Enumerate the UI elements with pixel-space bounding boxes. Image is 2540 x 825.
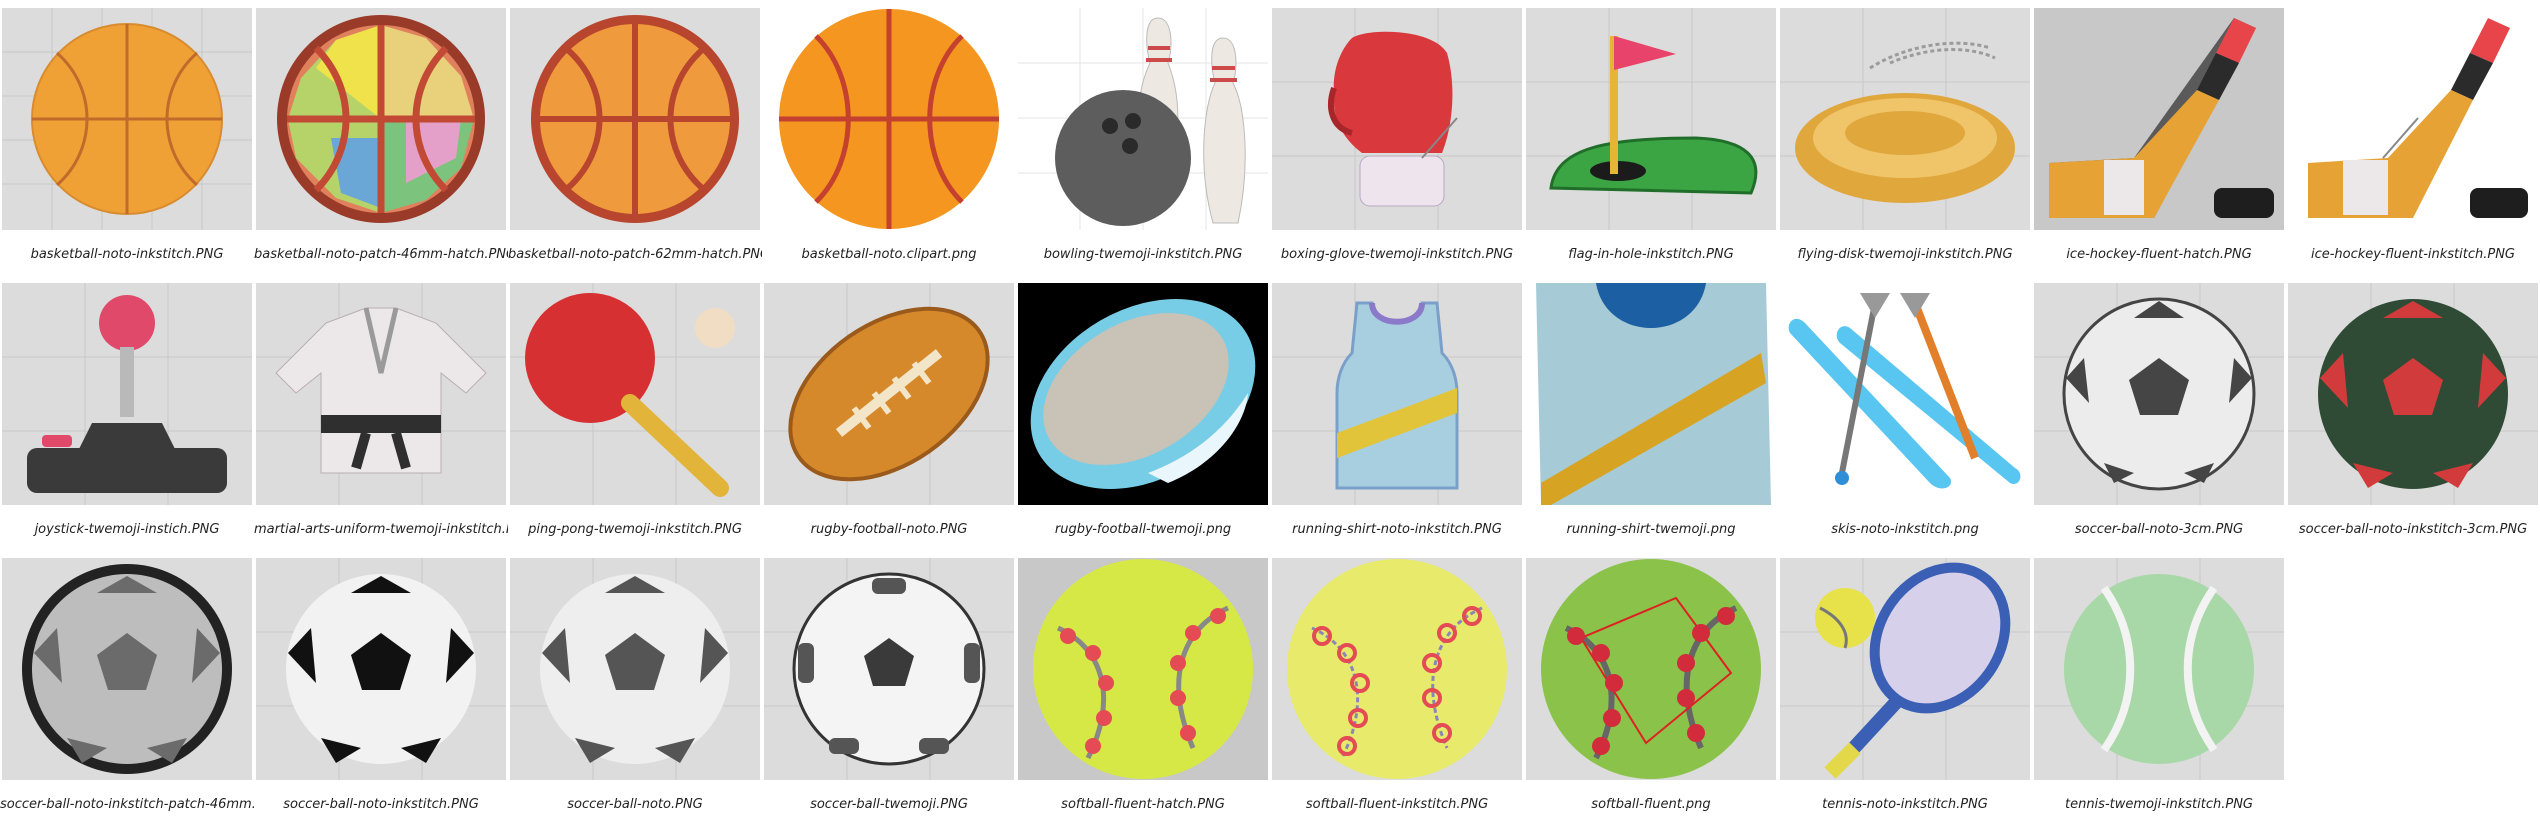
gallery-item[interactable]: flying-disk-twemoji-inkstitch.PNG (1778, 0, 2032, 275)
gallery-item[interactable]: softball-fluent-inkstitch.PNG (1270, 550, 1524, 825)
thumbnail-caption: basketball-noto-inkstitch.PNG (30, 247, 224, 262)
gallery-item[interactable]: soccer-ball-noto-inkstitch.PNG (254, 550, 508, 825)
gallery-item[interactable]: running-shirt-noto-inkstitch.PNG (1270, 275, 1524, 550)
soccer-ball-icon (2288, 283, 2538, 505)
basketball-patch-icon (256, 8, 506, 230)
gallery-item[interactable]: bowling-twemoji-inkstitch.PNG (1016, 0, 1270, 275)
gallery-item[interactable]: soccer-ball-noto-inkstitch-3cm.PNG (2286, 275, 2540, 550)
thumbnail-caption: martial-arts-uniform-twemoji-inkstitch.P… (254, 522, 508, 537)
gallery-item[interactable]: soccer-ball-noto-3cm.PNG (2032, 275, 2286, 550)
rugby-football-icon (764, 283, 1014, 505)
gallery-item[interactable]: martial-arts-uniform-twemoji-inkstitch.P… (254, 275, 508, 550)
gallery-item[interactable]: soccer-ball-twemoji.PNG (762, 550, 1016, 825)
thumbnail-caption: flying-disk-twemoji-inkstitch.PNG (1797, 247, 2013, 262)
basketball-icon (2, 8, 252, 230)
thumbnail-caption: ice-hockey-fluent-inkstitch.PNG (2310, 247, 2515, 262)
boxing-glove-icon (1272, 8, 1522, 230)
gallery-item[interactable]: running-shirt-twemoji.png (1524, 275, 1778, 550)
thumbnail-caption: soccer-ball-noto-3cm.PNG (2074, 522, 2244, 537)
thumbnail-caption: softball-fluent-hatch.PNG (1061, 797, 1225, 812)
rugby-football-icon (1018, 283, 1268, 505)
ping-pong-icon (510, 283, 760, 505)
gallery-item[interactable]: softball-fluent-hatch.PNG (1016, 550, 1270, 825)
gallery-item[interactable]: basketball-noto-patch-46mm-hatch.PNG (254, 0, 508, 275)
gallery-item[interactable]: ice-hockey-fluent-hatch.PNG (2032, 0, 2286, 275)
running-shirt-icon (1526, 283, 1776, 505)
bowling-icon (1018, 8, 1268, 230)
thumbnail-caption: running-shirt-noto-inkstitch.PNG (1292, 522, 1502, 537)
soccer-ball-icon (2, 558, 252, 780)
gallery-item[interactable]: ice-hockey-fluent-inkstitch.PNG (2286, 0, 2540, 275)
ice-hockey-icon (2034, 8, 2284, 230)
thumbnail-caption: running-shirt-twemoji.png (1566, 522, 1736, 537)
tennis-icon (2034, 558, 2284, 780)
basketball-icon (764, 8, 1014, 230)
gallery-item[interactable]: ping-pong-twemoji-inkstitch.PNG (508, 275, 762, 550)
flying-disk-icon (1780, 8, 2030, 230)
gallery-item[interactable]: basketball-noto-inkstitch.PNG (0, 0, 254, 275)
thumbnail-caption: soccer-ball-noto.PNG (567, 797, 703, 812)
gallery-item[interactable]: flag-in-hole-inkstitch.PNG (1524, 0, 1778, 275)
thumbnail-caption: soccer-ball-twemoji.PNG (810, 797, 968, 812)
thumbnail-caption: boxing-glove-twemoji-inkstitch.PNG (1280, 247, 1514, 262)
thumbnail-caption: tennis-twemoji-inkstitch.PNG (2064, 797, 2254, 812)
gallery-item[interactable]: tennis-noto-inkstitch.PNG (1778, 550, 2032, 825)
gallery-item[interactable]: basketball-noto-patch-62mm-hatch.PNG (508, 0, 762, 275)
thumbnail-caption: skis-noto-inkstitch.png (1831, 522, 1979, 537)
thumbnail-caption: soccer-ball-noto-inkstitch-patch-46mm.PN… (0, 797, 254, 812)
soccer-ball-icon (256, 558, 506, 780)
skis-icon (1780, 283, 2030, 505)
soccer-ball-icon (2034, 283, 2284, 505)
thumbnail-caption: basketball-noto.clipart.png (801, 247, 977, 262)
thumbnail-caption: rugby-football-twemoji.png (1054, 522, 1232, 537)
softball-icon (1526, 558, 1776, 780)
joystick-icon (2, 283, 252, 505)
martial-arts-uniform-icon (256, 283, 506, 505)
gallery-item[interactable]: basketball-noto.clipart.png (762, 0, 1016, 275)
running-shirt-icon (1272, 283, 1522, 505)
softball-icon (1272, 558, 1522, 780)
gallery-item[interactable]: soccer-ball-noto.PNG (508, 550, 762, 825)
thumbnail-caption: softball-fluent.png (1591, 797, 1711, 812)
basketball-patch-icon (510, 8, 760, 230)
gallery-item[interactable]: joystick-twemoji-instich.PNG (0, 275, 254, 550)
ice-hockey-icon (2288, 8, 2538, 230)
thumbnail-caption: bowling-twemoji-inkstitch.PNG (1043, 247, 1243, 262)
thumbnail-caption: rugby-football-noto.PNG (810, 522, 968, 537)
soccer-ball-icon (510, 558, 760, 780)
gallery-item[interactable]: tennis-twemoji-inkstitch.PNG (2032, 550, 2286, 825)
thumbnail-caption: joystick-twemoji-instich.PNG (34, 522, 220, 537)
thumbnail-caption: flag-in-hole-inkstitch.PNG (1568, 247, 1734, 262)
thumbnail-caption: basketball-noto-patch-62mm-hatch.PNG (508, 247, 762, 262)
thumbnail-caption: soccer-ball-noto-inkstitch-3cm.PNG (2298, 522, 2528, 537)
gallery-item[interactable]: skis-noto-inkstitch.png (1778, 275, 2032, 550)
gallery-item[interactable]: softball-fluent.png (1524, 550, 1778, 825)
thumbnail-caption: ice-hockey-fluent-hatch.PNG (2066, 247, 2252, 262)
gallery-item[interactable]: boxing-glove-twemoji-inkstitch.PNG (1270, 0, 1524, 275)
thumbnail-caption: softball-fluent-inkstitch.PNG (1305, 797, 1489, 812)
soccer-ball-icon (764, 558, 1014, 780)
gallery-item[interactable]: rugby-football-noto.PNG (762, 275, 1016, 550)
softball-icon (1018, 558, 1268, 780)
gallery-item[interactable]: soccer-ball-noto-inkstitch-patch-46mm.PN… (0, 550, 254, 825)
thumbnail-caption: ping-pong-twemoji-inkstitch.PNG (528, 522, 742, 537)
flag-in-hole-icon (1526, 8, 1776, 230)
gallery-item[interactable]: rugby-football-twemoji.png (1016, 275, 1270, 550)
thumbnail-caption: tennis-noto-inkstitch.PNG (1822, 797, 1988, 812)
tennis-icon (1780, 558, 2030, 780)
thumbnail-caption: basketball-noto-patch-46mm-hatch.PNG (254, 247, 508, 262)
thumbnail-caption: soccer-ball-noto-inkstitch.PNG (283, 797, 479, 812)
